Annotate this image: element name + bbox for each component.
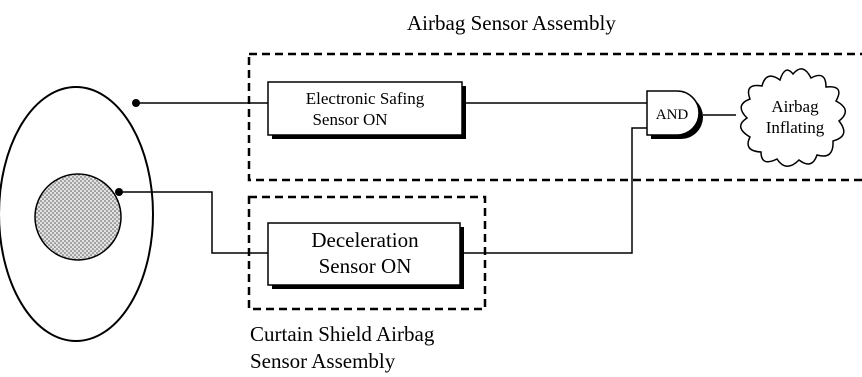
airbag-inflating-label-line2: Inflating: [766, 118, 825, 137]
junction-dot-body: [132, 99, 140, 107]
airbag-sensor-assembly-label: Airbag Sensor Assembly: [407, 11, 616, 35]
wire-deceleration-to-and: [460, 127, 647, 254]
safing-sensor-label-line2: Sensor ON: [312, 110, 387, 129]
safing-sensor-block: Electronic Safing Sensor ON: [267, 81, 466, 139]
airbag-sensor-assembly-boundary: [247, 52, 862, 182]
and-gate-label: AND: [656, 107, 689, 123]
curtain-shield-assembly-label-line1: Curtain Shield Airbag: [250, 322, 435, 346]
airbag-inflating-label-line1: Airbag: [771, 97, 819, 116]
airbag-inflating-burst: Airbag Inflating: [740, 68, 846, 167]
deceleration-sensor-block: Deceleration Sensor ON: [267, 222, 464, 289]
junction-dot-core: [115, 188, 123, 196]
and-gate: AND: [646, 90, 703, 139]
sensor-core-circle: [34, 173, 122, 261]
deceleration-sensor-label-line2: Sensor ON: [319, 254, 412, 278]
wire-core-to-deceleration: [119, 191, 268, 254]
curtain-shield-assembly-label-line2: Sensor Assembly: [250, 349, 396, 373]
safing-sensor-label-line1: Electronic Safing: [306, 89, 425, 108]
deceleration-sensor-label-line1: Deceleration: [311, 228, 419, 252]
